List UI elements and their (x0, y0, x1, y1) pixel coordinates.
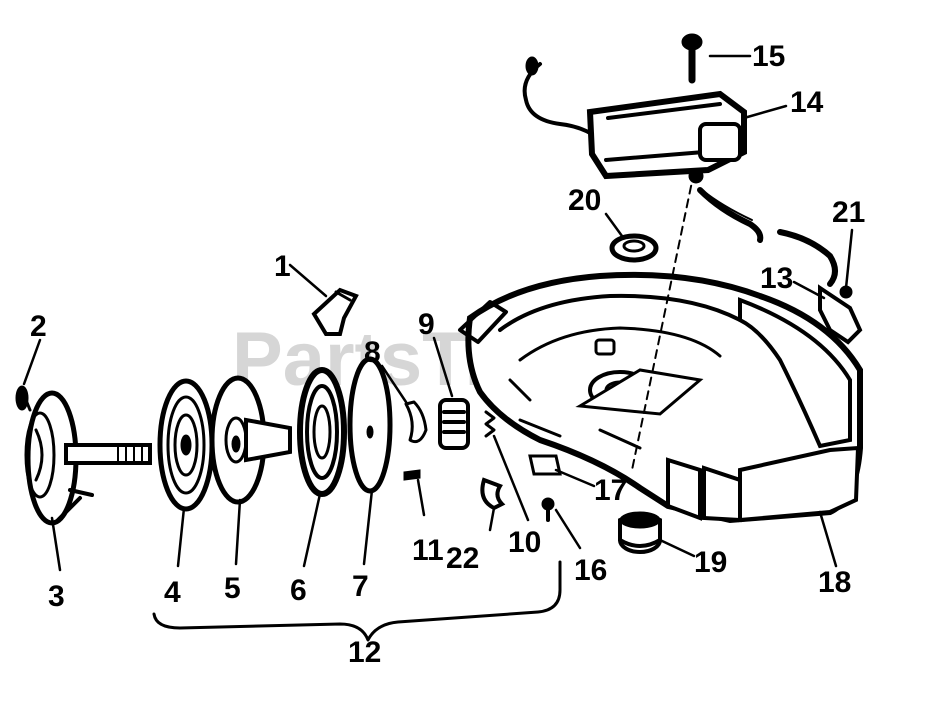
part-2-screw (15, 338, 42, 412)
part-20-washer (604, 212, 659, 263)
callout-5: 5 (224, 572, 241, 605)
callout-2: 2 (30, 310, 47, 343)
callout-14: 14 (790, 86, 824, 119)
part-15-screw (681, 33, 752, 84)
part-13-lead (697, 187, 863, 345)
part-10-small-spring (484, 410, 530, 522)
part-12-bracket (152, 560, 562, 642)
part-8-pin (380, 364, 428, 444)
callout-11: 11 (412, 534, 444, 567)
part-3-hub-shaft (24, 390, 152, 526)
callout-9: 9 (418, 308, 435, 341)
part-22-clip (480, 477, 506, 532)
callout-6: 6 (290, 574, 307, 607)
part-17-plate (528, 454, 596, 488)
callout-3: 3 (48, 580, 65, 613)
part-7-washer-disc (347, 356, 393, 494)
leader-6 (302, 492, 322, 568)
callout-1: 1 (274, 250, 291, 283)
callout-7: 7 (352, 570, 369, 603)
part-18-housing (458, 271, 863, 568)
part-21-screw (839, 228, 854, 299)
callout-19: 19 (694, 546, 727, 579)
part-1-pawl (288, 263, 359, 336)
leader-3 (50, 516, 62, 572)
callout-4: 4 (164, 576, 181, 609)
part-9-spring (432, 336, 470, 450)
callout-20: 20 (568, 184, 601, 217)
callout-16: 16 (574, 554, 607, 587)
callout-10: 10 (508, 526, 541, 559)
leader-4 (176, 506, 186, 568)
callout-13: 13 (760, 262, 793, 295)
part-14-coil (522, 56, 788, 184)
part-6-reel (297, 367, 347, 497)
callout-18: 18 (818, 566, 851, 599)
assembly-line (631, 171, 695, 471)
part-4-spring-disc (157, 378, 215, 512)
leader-5 (234, 498, 242, 566)
callout-15: 15 (752, 40, 785, 73)
leader-7 (362, 488, 374, 566)
part-11-pin (403, 469, 426, 517)
callout-17: 17 (594, 474, 627, 507)
callout-8: 8 (364, 336, 381, 369)
part-16-screw (541, 497, 582, 550)
part-19-grommet (618, 511, 696, 558)
callout-22: 22 (446, 542, 479, 575)
callout-12: 12 (348, 636, 381, 669)
callout-21: 21 (832, 196, 865, 229)
part-5-pulley (209, 375, 292, 505)
